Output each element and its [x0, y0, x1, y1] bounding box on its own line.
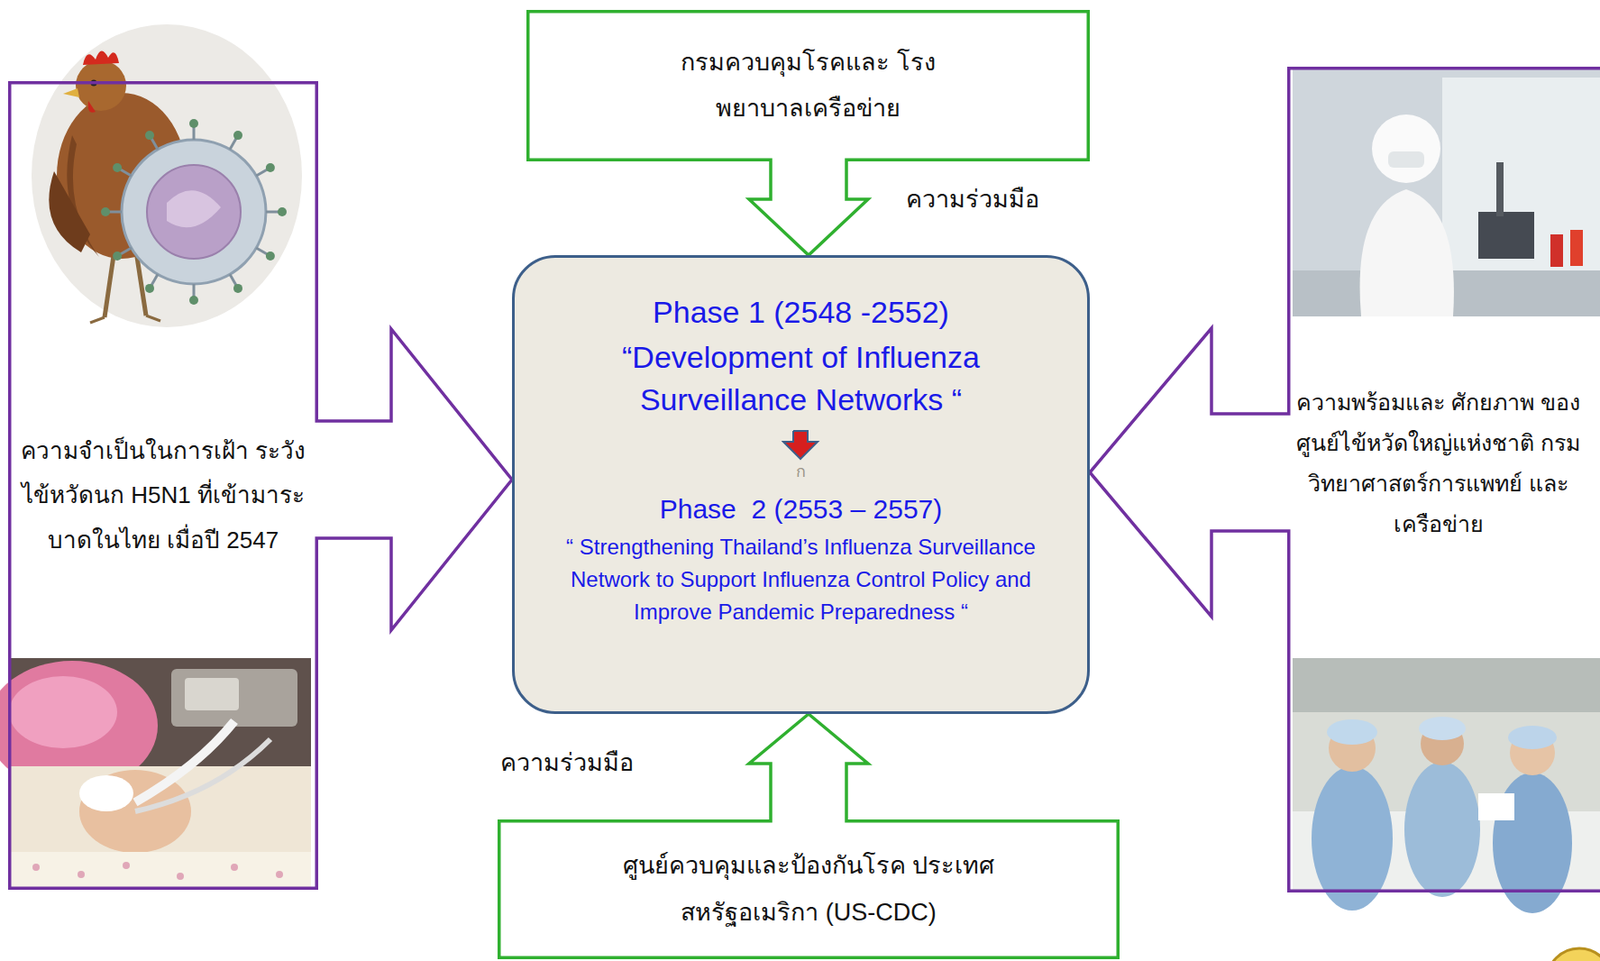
patient-photo-part-part: [77, 870, 85, 878]
phase-name: “Development of Influenza Surveillance N…: [580, 336, 1023, 421]
lab-photo-part: [1388, 151, 1425, 168]
lab-photo-part: [1442, 77, 1600, 276]
patient-photo-part-part: [230, 863, 238, 871]
lab-photo-part: [1570, 229, 1583, 266]
capacity-text: ความพร้อมและ ศักยภาพ ของศูนย์ไข้หวัดใหญ่…: [1289, 382, 1588, 545]
partner-text: กรมควบคุมโรคและ โรงพยาบาลเครือข่าย: [659, 39, 958, 133]
patient-photo-part-part: [32, 863, 40, 871]
chicken-virus-illustration-part: [91, 80, 98, 87]
phase-spacer: [774, 420, 829, 494]
patient-photo-part: [9, 658, 311, 889]
chicken-virus-illustration-part-part: [277, 207, 287, 217]
patient-photo-part: [79, 775, 134, 812]
lab-photo: [1292, 68, 1600, 317]
box-outline-path: [9, 82, 318, 889]
lab-photo-part: [1550, 234, 1564, 267]
chicken-virus-illustration-part: [82, 50, 119, 65]
partner-box: กรมควบคุมโรคและ โรงพยาบาลเครือข่าย: [526, 9, 1090, 162]
patient-photo-part: [135, 721, 235, 803]
patient-photo-part-part: [176, 872, 184, 880]
chicken-virus-illustration-part-part: [100, 207, 110, 217]
chicken-virus-illustration: [31, 24, 302, 328]
phase-title: Phase 1 (2548 -2552): [652, 293, 950, 331]
lab-photo-part: [1371, 114, 1441, 183]
chicken-virus-illustration-part-part: [112, 163, 122, 173]
box-outline: [497, 819, 1120, 960]
phase-title: Phase 2 (2553 – 2557): [659, 493, 943, 526]
chicken-virus-illustration-part-part: [265, 251, 275, 261]
lab-photo-part: [1292, 68, 1600, 317]
project-phase-box: Phase 1 (2548 -2552) “Development of Infl…: [512, 255, 1090, 714]
block-arrow: [318, 329, 512, 631]
patient-photo-part: [9, 676, 118, 749]
box-outline-path: [499, 821, 1119, 959]
block-arrow: [749, 161, 869, 256]
phase-arrow: [781, 429, 822, 461]
chicken-virus-illustration-part-part: [145, 283, 155, 293]
capacity-box: ความพร้อมและ ศักยภาพ ของศูนย์ไข้หวัดใหญ่…: [1287, 66, 1600, 893]
patient-photo-part: [184, 677, 239, 711]
patient-photo-part: [9, 851, 311, 889]
chicken-virus-illustration-part: [90, 317, 105, 323]
chicken-virus-illustration-part-part: [145, 130, 155, 140]
chicken-virus-illustration-part-part: [233, 130, 243, 140]
chicken-virus-illustration-part-part: [233, 283, 243, 293]
patient-photo-part-part: [122, 861, 130, 869]
chicken-virus-illustration-part: [31, 24, 302, 328]
phase-arrow-shape: [783, 430, 818, 459]
patient-photo-part-part: [275, 870, 284, 878]
lab-team-photo: [1292, 658, 1600, 914]
box-outline-path: [528, 11, 1089, 161]
chicken-virus-illustration-part: [146, 315, 161, 321]
lab-team-photo-part: [1292, 658, 1600, 713]
chicken-virus-illustration-part: [63, 88, 80, 98]
logo-emblem-part: [1546, 948, 1600, 961]
lab-photo-part: [1360, 189, 1454, 317]
stray-glyph: ก: [795, 462, 806, 483]
lab-photo-part: [1478, 211, 1535, 259]
patient-photo-part: [32, 861, 284, 880]
lab-team-photo-part: [1478, 793, 1515, 821]
lab-team-photo-part: [1508, 725, 1557, 750]
lab-photo-part: [1496, 162, 1504, 217]
chicken-virus-illustration-part: [146, 164, 241, 259]
chicken-virus-illustration-part: [121, 139, 266, 284]
edge-label: ความร่วมมือ: [500, 746, 634, 781]
patient-photo-part: [135, 739, 271, 812]
lab-team-photo-part: [1418, 716, 1466, 741]
edge-label: ความร่วมมือ: [905, 182, 1040, 218]
need-box: ความจำเป็นในการเฝ้า ระวังไข้หวัดนก H5N1 …: [8, 81, 319, 890]
chicken-virus-illustration-part: [48, 171, 91, 253]
need-text: ความจำเป็นในการเฝ้า ระวังไข้หวัดนก H5N1 …: [18, 429, 308, 563]
lab-team-photo-part: [1404, 761, 1481, 897]
box-outline: [526, 9, 1090, 162]
partner-text: ศูนย์ควบคุมและป้องกันโรค ประเทศสหรัฐอเมร…: [583, 842, 1034, 936]
chicken-virus-illustration-part-part: [265, 163, 275, 173]
chicken-virus-illustration-part-part: [189, 295, 199, 305]
chicken-virus-illustration-part: [105, 123, 283, 301]
chicken-virus-illustration-part: [100, 118, 287, 305]
chicken-virus-illustration-part-part: [189, 118, 199, 128]
logo-emblem: [1546, 948, 1600, 961]
phase-name: “ Strengthening Thailand’s Influenza Sur…: [555, 530, 1047, 629]
block-arrow: [1089, 328, 1288, 617]
chicken-virus-illustration-part: [166, 190, 221, 228]
lab-team-photo-part: [1311, 766, 1393, 911]
block-arrow: [749, 713, 869, 820]
partner-box: ศูนย์ควบคุมและป้องกันโรค ประเทศสหรัฐอเมร…: [497, 819, 1120, 960]
patient-photo: [0, 658, 311, 889]
lab-team-photo-part: [1326, 719, 1378, 745]
chicken-virus-illustration-part-part: [112, 251, 122, 261]
box-outline-path: [1289, 68, 1600, 892]
chicken-virus-illustration-part: [75, 60, 127, 111]
patient-photo-part: [171, 668, 298, 727]
chicken-virus-illustration-part: [88, 100, 96, 113]
